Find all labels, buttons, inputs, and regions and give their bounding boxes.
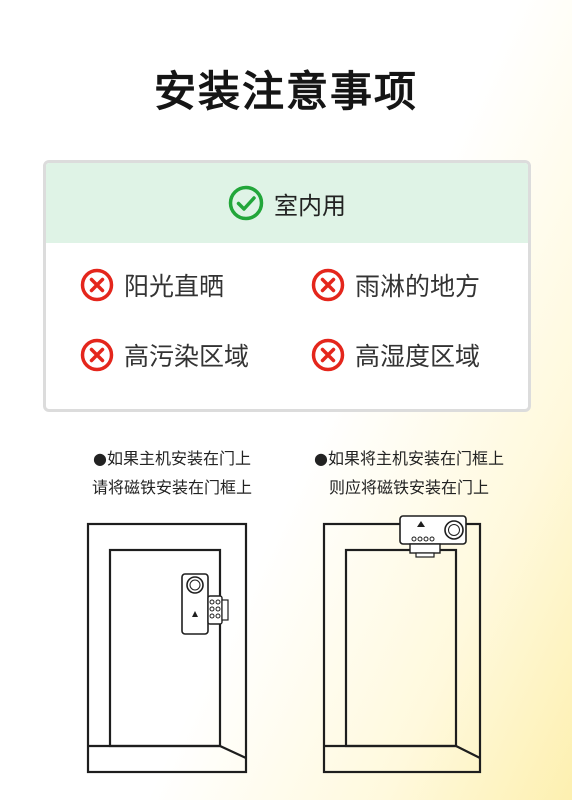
instruction-line: ●如果主机安装在门上 <box>93 449 251 468</box>
x-circle-icon <box>311 268 345 302</box>
instruction-line: 请将磁铁安装在门框上 <box>91 478 252 497</box>
indoor-use-header: 室内用 <box>46 163 528 243</box>
warning-label: 高湿度区域 <box>355 342 481 371</box>
frame-mount-diagram <box>322 515 482 774</box>
lock-host-device <box>399 515 467 545</box>
page-title: 安装注意事项 <box>153 67 418 116</box>
warning-label: 高污染区域 <box>124 342 250 371</box>
warning-label: 雨淋的地方 <box>355 272 481 301</box>
indoor-use-label: 室内用 <box>274 191 346 220</box>
instruction-frame-mount: ●如果将主机安装在门框上 则应将磁铁安装在门上 <box>294 444 524 502</box>
check-circle-icon <box>228 185 264 221</box>
x-circle-icon <box>80 338 114 372</box>
warning-label: 阳光直晒 <box>124 272 225 301</box>
magnet-device <box>207 595 229 625</box>
door-mount-diagram <box>86 522 248 774</box>
instruction-line: ●如果将主机安装在门框上 <box>314 449 504 468</box>
lock-host-device <box>181 573 209 635</box>
magnet-device <box>409 543 441 558</box>
installation-conditions-card: 室内用 阳光直晒 雨淋的地方 高污染区域 高湿度区域 <box>43 160 531 412</box>
warning-item: 雨淋的地方 <box>311 267 480 303</box>
x-circle-icon <box>80 268 114 302</box>
x-circle-icon <box>311 338 345 372</box>
warning-item: 高湿度区域 <box>311 337 480 373</box>
instruction-line: 则应将磁铁安装在门上 <box>328 478 489 497</box>
warning-item: 高污染区域 <box>80 337 249 373</box>
warning-item: 阳光直晒 <box>80 267 224 303</box>
instruction-door-mount: ●如果主机安装在门上 请将磁铁安装在门框上 <box>72 444 272 502</box>
